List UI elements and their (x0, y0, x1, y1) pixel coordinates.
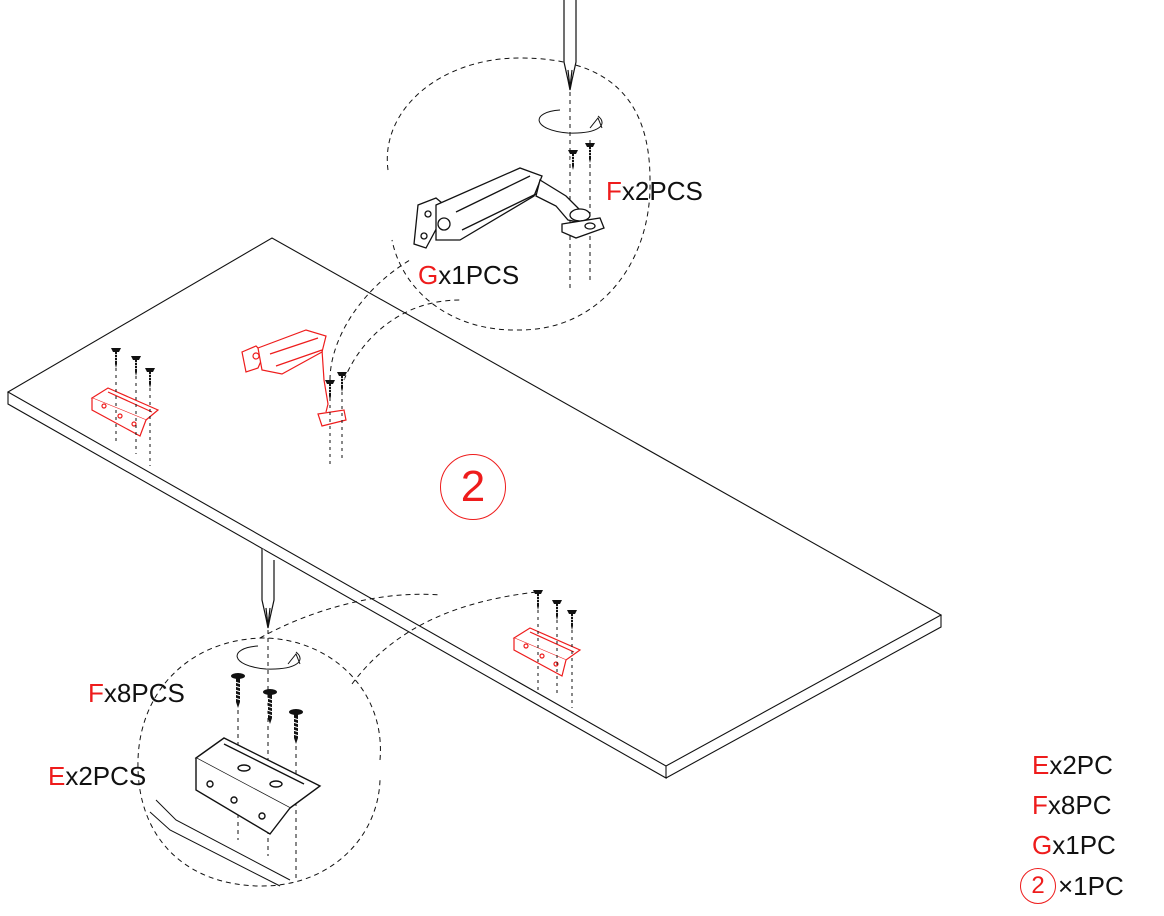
top-callout (329, 0, 651, 381)
bottom-callout-label-e: Ex2PCS (48, 761, 147, 791)
hinge-icon (194, 737, 322, 835)
circled-number-badge: 2 (1020, 868, 1056, 904)
top-callout-label-g: Gx1PCS (418, 260, 520, 290)
screw-icon (110, 347, 156, 466)
hinge-icon (512, 627, 582, 677)
rotation-arrow-icon (236, 645, 301, 670)
screw-icon (324, 371, 348, 466)
top-callout-label-f: Fx2PCS (606, 176, 703, 206)
bottom-callout-label-f: Fx8PCS (88, 678, 185, 708)
screw-icon (532, 589, 578, 708)
parts-list-item-f: Fx8PC (1032, 790, 1112, 820)
screw-icon (584, 142, 596, 164)
screw-icon (288, 708, 304, 745)
screwdriver-icon (563, 0, 577, 91)
gas-strut-on-board (241, 329, 347, 427)
parts-list-item-e: Ex2PC (1032, 750, 1113, 780)
screwdriver-icon (261, 548, 275, 629)
bottom-callout (137, 548, 537, 887)
panel-number-badge: 2 (440, 454, 506, 520)
parts-list-item-g: Gx1PC (1032, 830, 1116, 860)
parts-list-item-panel: 2×1PC (1020, 868, 1124, 904)
screw-icon (230, 672, 246, 709)
screw-icon (262, 688, 278, 725)
gas-strut-icon (413, 167, 605, 249)
rotation-arrow-icon (538, 109, 603, 134)
hinge-icon (90, 387, 160, 437)
